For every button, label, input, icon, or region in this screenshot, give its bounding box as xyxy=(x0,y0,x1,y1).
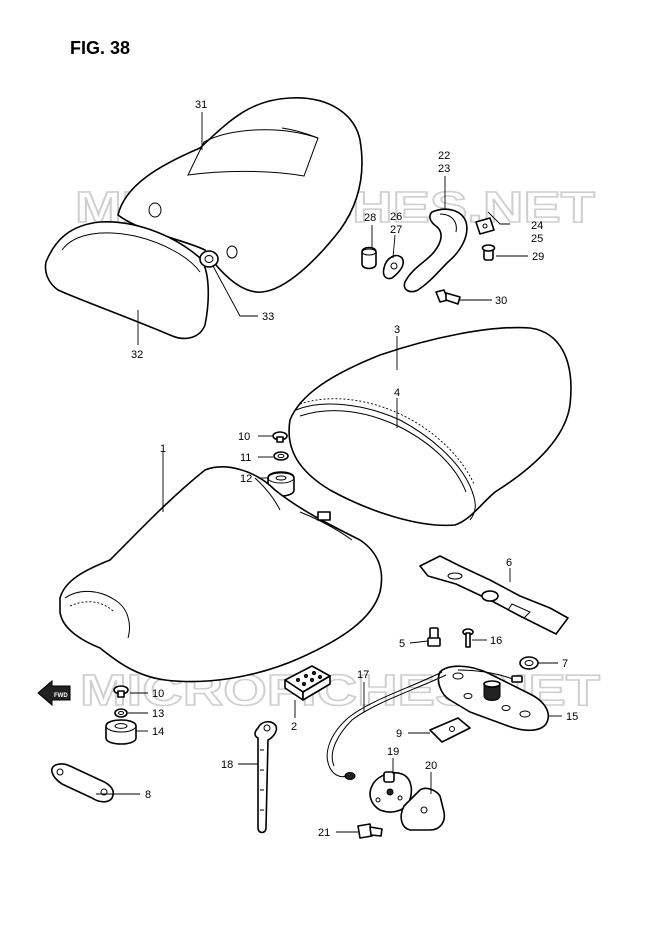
callout-3: 3 xyxy=(394,324,400,336)
callout-1: 1 xyxy=(160,443,166,455)
part-26-27-cushion xyxy=(382,254,405,280)
callout-29: 29 xyxy=(532,251,544,263)
callout-11: 11 xyxy=(240,452,251,464)
part-15-seat-lock-bracket xyxy=(437,665,550,732)
callout-20: 20 xyxy=(425,760,437,772)
callout-10-top: 10 xyxy=(238,431,250,443)
part-8-seat-hook xyxy=(51,763,115,803)
part-33-cushion xyxy=(199,250,219,268)
callout-16: 16 xyxy=(490,635,502,647)
part-19-seat-lock xyxy=(369,771,413,813)
part-13-washer xyxy=(114,708,128,718)
callout-33: 33 xyxy=(262,311,274,323)
part-1-front-seat xyxy=(59,466,383,683)
part-6-seat-bracket xyxy=(419,555,569,635)
callout-2: 2 xyxy=(291,721,297,733)
callout-22: 22 xyxy=(438,150,450,162)
part-2-rubber-cushion xyxy=(284,665,331,701)
callout-26: 26 xyxy=(390,211,402,223)
fwd-arrow-label: FWD xyxy=(54,693,68,699)
callout-14: 14 xyxy=(152,726,164,738)
part-10-screw-bottom xyxy=(113,685,129,698)
part-3-rear-seat xyxy=(288,326,572,527)
callout-18: 18 xyxy=(221,759,233,771)
part-18-clamp xyxy=(254,720,278,834)
part-20-lock-bracket xyxy=(400,787,446,831)
figure-title: FIG. 38 xyxy=(70,38,131,58)
part-29-screw xyxy=(481,244,496,261)
callout-6: 6 xyxy=(506,557,512,569)
part-10-screw-top xyxy=(272,431,288,443)
callout-30: 30 xyxy=(495,295,507,307)
callout-27: 27 xyxy=(390,224,402,236)
part-14-cushion xyxy=(105,719,137,745)
callout-15: 15 xyxy=(566,711,578,723)
callout-31: 31 xyxy=(195,99,207,111)
callout-10-bottom: 10 xyxy=(152,688,164,700)
callout-32: 32 xyxy=(131,349,143,361)
callout-28: 28 xyxy=(364,212,376,224)
part-11-washer xyxy=(273,451,289,461)
part-22-23-handle xyxy=(403,208,468,293)
callout-5: 5 xyxy=(399,638,405,650)
part-24-25-plate xyxy=(475,217,495,235)
part-7-nut xyxy=(519,656,539,670)
callout-23: 23 xyxy=(438,163,450,175)
part-28-cushion xyxy=(361,246,377,270)
callout-13: 13 xyxy=(152,708,164,720)
callout-24: 24 xyxy=(531,220,543,232)
callout-19: 19 xyxy=(387,746,399,758)
callout-8: 8 xyxy=(145,789,151,801)
callout-4: 4 xyxy=(394,387,400,399)
callout-25: 25 xyxy=(531,233,543,245)
part-9-plate xyxy=(429,717,471,743)
part-17-seat-lock-cable xyxy=(326,669,523,780)
callout-12: 12 xyxy=(240,473,252,485)
callout-9: 9 xyxy=(396,728,402,740)
callout-17: 17 xyxy=(357,669,369,681)
fwd-arrow: FWD xyxy=(37,679,71,707)
part-16-screw xyxy=(462,628,474,648)
callout-21: 21 xyxy=(318,827,330,839)
part-5-bolt xyxy=(427,627,441,647)
part-30-bolt xyxy=(435,289,461,305)
leader-lines xyxy=(96,112,562,833)
callout-labels: 31 32 33 22 23 24 25 26 27 28 29 30 3 4 … xyxy=(131,99,578,839)
part-32-pad xyxy=(44,221,210,340)
callout-7: 7 xyxy=(562,658,568,670)
part-21-bolt xyxy=(357,823,383,839)
